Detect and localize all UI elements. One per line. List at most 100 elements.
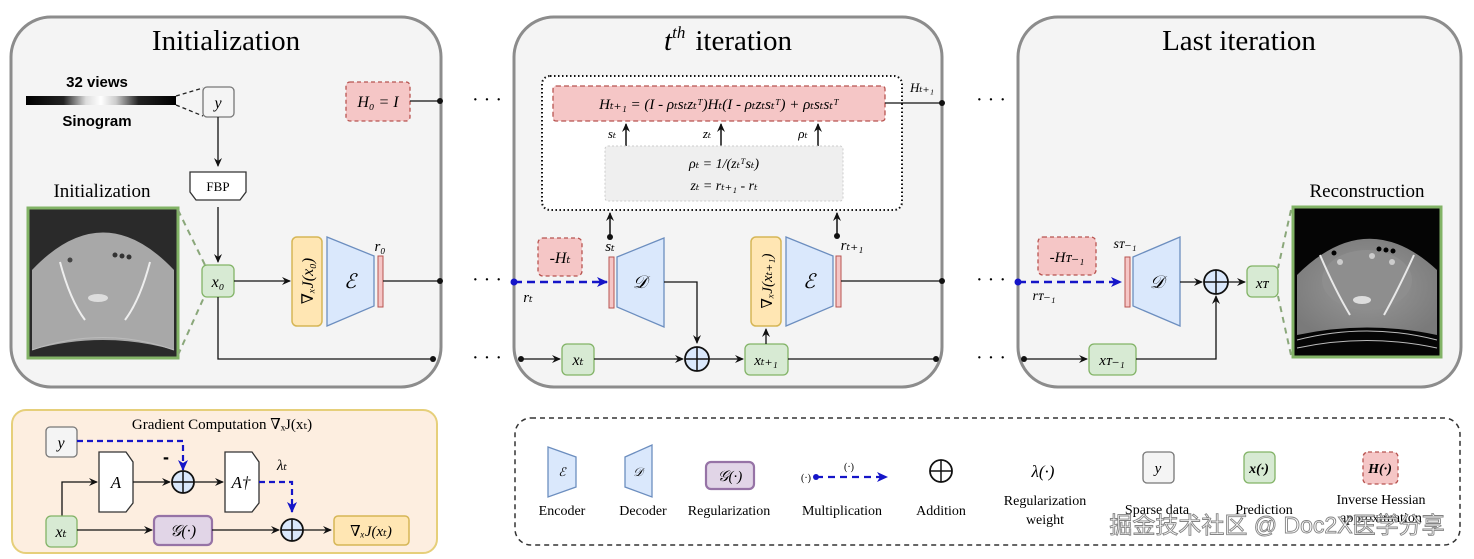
svg-text:xₜ: xₜ <box>54 524 66 541</box>
xT-prediction-node: xᴛ <box>1246 265 1279 298</box>
sparse-data-y-node: y <box>202 86 235 118</box>
svg-text:Addition: Addition <box>916 504 966 519</box>
svg-text:y: y <box>212 95 222 112</box>
sparse-data-y-node: y <box>45 426 78 458</box>
legend-frame <box>514 417 1461 546</box>
watermark: 掘金技术社区 @ Doc2X医学分享 <box>1109 512 1444 538</box>
legend-item-inverse-hessian: H(·) Inverse Hessian approximation <box>1336 451 1426 526</box>
svg-text:∇ₓJ(x₀): ∇ₓJ(x₀) <box>300 258 317 304</box>
addition-node <box>1203 269 1229 295</box>
svg-text:∇ₓJ(xₜ): ∇ₓJ(xₜ) <box>350 524 392 540</box>
prediction-icon <box>1243 451 1276 484</box>
svg-text:Inverse Hessian: Inverse Hessian <box>1336 493 1425 508</box>
svg-text:FBP: FBP <box>206 179 229 194</box>
svg-text:Encoder: Encoder <box>539 504 586 519</box>
ellipsis: · · · <box>472 269 502 291</box>
addition-node <box>171 470 195 494</box>
initialization-ct-image <box>26 206 180 360</box>
sinogram-strip <box>26 96 176 105</box>
regularization-G-node: 𝒢(·) <box>152 514 214 547</box>
svg-text:Regularization: Regularization <box>1004 494 1086 509</box>
addition-node <box>684 346 710 372</box>
svg-text:x₀: x₀ <box>211 274 225 291</box>
svg-text:𝒟: 𝒟 <box>633 465 645 479</box>
fbp-node: FBP <box>189 171 247 201</box>
svg-text:-Hₜ: -Hₜ <box>550 250 571 267</box>
addition-icon <box>929 459 953 483</box>
r0-label: r₀ <box>374 239 385 255</box>
svg-text:ℰ: ℰ <box>803 271 817 293</box>
svg-text:xₜ₊₁: xₜ₊₁ <box>753 353 778 369</box>
panel-title: Last iteration <box>1162 25 1316 57</box>
xt-prediction-node: xₜ <box>45 515 78 548</box>
svg-text:A†: A† <box>231 473 251 492</box>
svg-text:y: y <box>55 435 65 452</box>
svg-text:Decoder: Decoder <box>619 504 667 519</box>
gradient-x0-node: ∇ₓJ(x₀) <box>291 236 323 327</box>
sinogram-views-label: 32 views <box>66 74 128 91</box>
ellipsis: · · · <box>976 347 1006 369</box>
sparse-data-icon <box>1142 451 1175 484</box>
z-equation: zₜ = rₜ₊₁ - rₜ <box>689 179 758 194</box>
rT1-label: rᴛ₋₁ <box>1032 289 1055 304</box>
svg-text:xᴛ₋₁: xᴛ₋₁ <box>1098 353 1125 369</box>
svg-text:Multiplication: Multiplication <box>802 504 882 519</box>
svg-text:xₜ: xₜ <box>571 352 583 369</box>
xT1-prediction-node: xᴛ₋₁ <box>1088 343 1137 376</box>
panel-title: Initialization <box>152 25 301 57</box>
svg-text:𝒟: 𝒟 <box>1150 272 1168 292</box>
svg-text:Prediction: Prediction <box>1235 503 1293 518</box>
legend-item-addition: Addition <box>916 459 966 519</box>
svg-text:weight: weight <box>1026 513 1064 528</box>
ellipsis: · · · <box>472 89 502 111</box>
svg-text:y: y <box>1153 461 1162 477</box>
st-label: sₜ <box>605 239 615 255</box>
svg-text:approximation: approximation <box>1340 511 1422 526</box>
gradient-xt1-node: ∇ₓJ(xₜ₊₁) <box>750 236 782 327</box>
decoder-icon <box>624 443 653 498</box>
gradient-output-node: ∇ₓJ(xₜ) <box>333 515 410 546</box>
svg-text:(·): (·) <box>801 473 811 484</box>
addition-node <box>280 518 304 542</box>
rt-label: rₜ <box>523 290 533 306</box>
svg-text:H(·): H(·) <box>1367 462 1392 477</box>
legend-item-regularization-weight: λ(·) Regularization weight <box>1004 462 1086 528</box>
svg-text:𝒢(·): 𝒢(·) <box>718 469 742 485</box>
sT1-latent-bar <box>1124 256 1131 308</box>
regularization-icon <box>704 460 756 491</box>
svg-text:Hₜ₊₁ = (I - ρₜsₜzₜᵀ)Hₜ(I - ρₜz: Hₜ₊₁ = (I - ρₜsₜzₜᵀ)Hₜ(I - ρₜzₜsₜᵀ) + ρₜ… <box>598 97 840 113</box>
encoder-node: ℰ <box>326 236 375 327</box>
adjoint-operator-A-dagger-node: A† <box>224 451 260 513</box>
svg-text:x(·): x(·) <box>1248 462 1269 477</box>
x0-prediction-node: x₀ <box>201 264 235 298</box>
legend-item-regularization: 𝒢(·) Regularization <box>688 460 770 519</box>
svg-text:Sparse data: Sparse data <box>1125 503 1190 518</box>
svg-text:Regularization: Regularization <box>688 504 770 519</box>
neg-hT1-node: -Hᴛ₋₁ <box>1037 236 1097 276</box>
inverse-hessian-icon <box>1362 451 1399 485</box>
s-label: sₜ <box>608 126 617 141</box>
reconstruction-ct-image <box>1291 205 1443 359</box>
svg-text:A: A <box>110 473 122 492</box>
rt1-label: rₜ₊₁ <box>841 238 864 254</box>
panel-initialization: Initialization 32 views Sinogram y FBP I… <box>9 15 443 389</box>
r0-latent-bar <box>377 255 384 308</box>
lambda-label: λₜ <box>276 458 287 474</box>
rho-equation: ρₜ = 1/(zₜᵀsₜ) <box>688 157 759 172</box>
rt1-latent-bar <box>835 255 842 308</box>
legend-item-encoder: ℰ Encoder <box>539 446 586 519</box>
h-next-label: Hₜ₊₁ <box>909 80 934 95</box>
neg-ht-node: -Hₜ <box>537 237 583 277</box>
z-label: zₜ <box>702 126 712 141</box>
svg-text:H₀ = I: H₀ = I <box>356 94 399 111</box>
svg-text:ℰ: ℰ <box>558 465 567 479</box>
sinogram-label: Sinogram <box>62 113 131 130</box>
gradient-computation-panel: Gradient Computation ∇ₓJ(xₜ) y - A A† λₜ… <box>11 409 438 554</box>
legend-item-prediction: x(·) Prediction <box>1235 451 1293 518</box>
ellipsis: · · · <box>472 347 502 369</box>
legend: ℰ Encoder 𝒟 Decoder 𝒢(·) Regularization … <box>514 417 1461 546</box>
svg-text:-Hᴛ₋₁: -Hᴛ₋₁ <box>1050 250 1085 266</box>
bfgs-update-node: Hₜ₊₁ = (I - ρₜsₜzₜᵀ)Hₜ(I - ρₜzₜsₜᵀ) + ρₜ… <box>552 85 886 122</box>
